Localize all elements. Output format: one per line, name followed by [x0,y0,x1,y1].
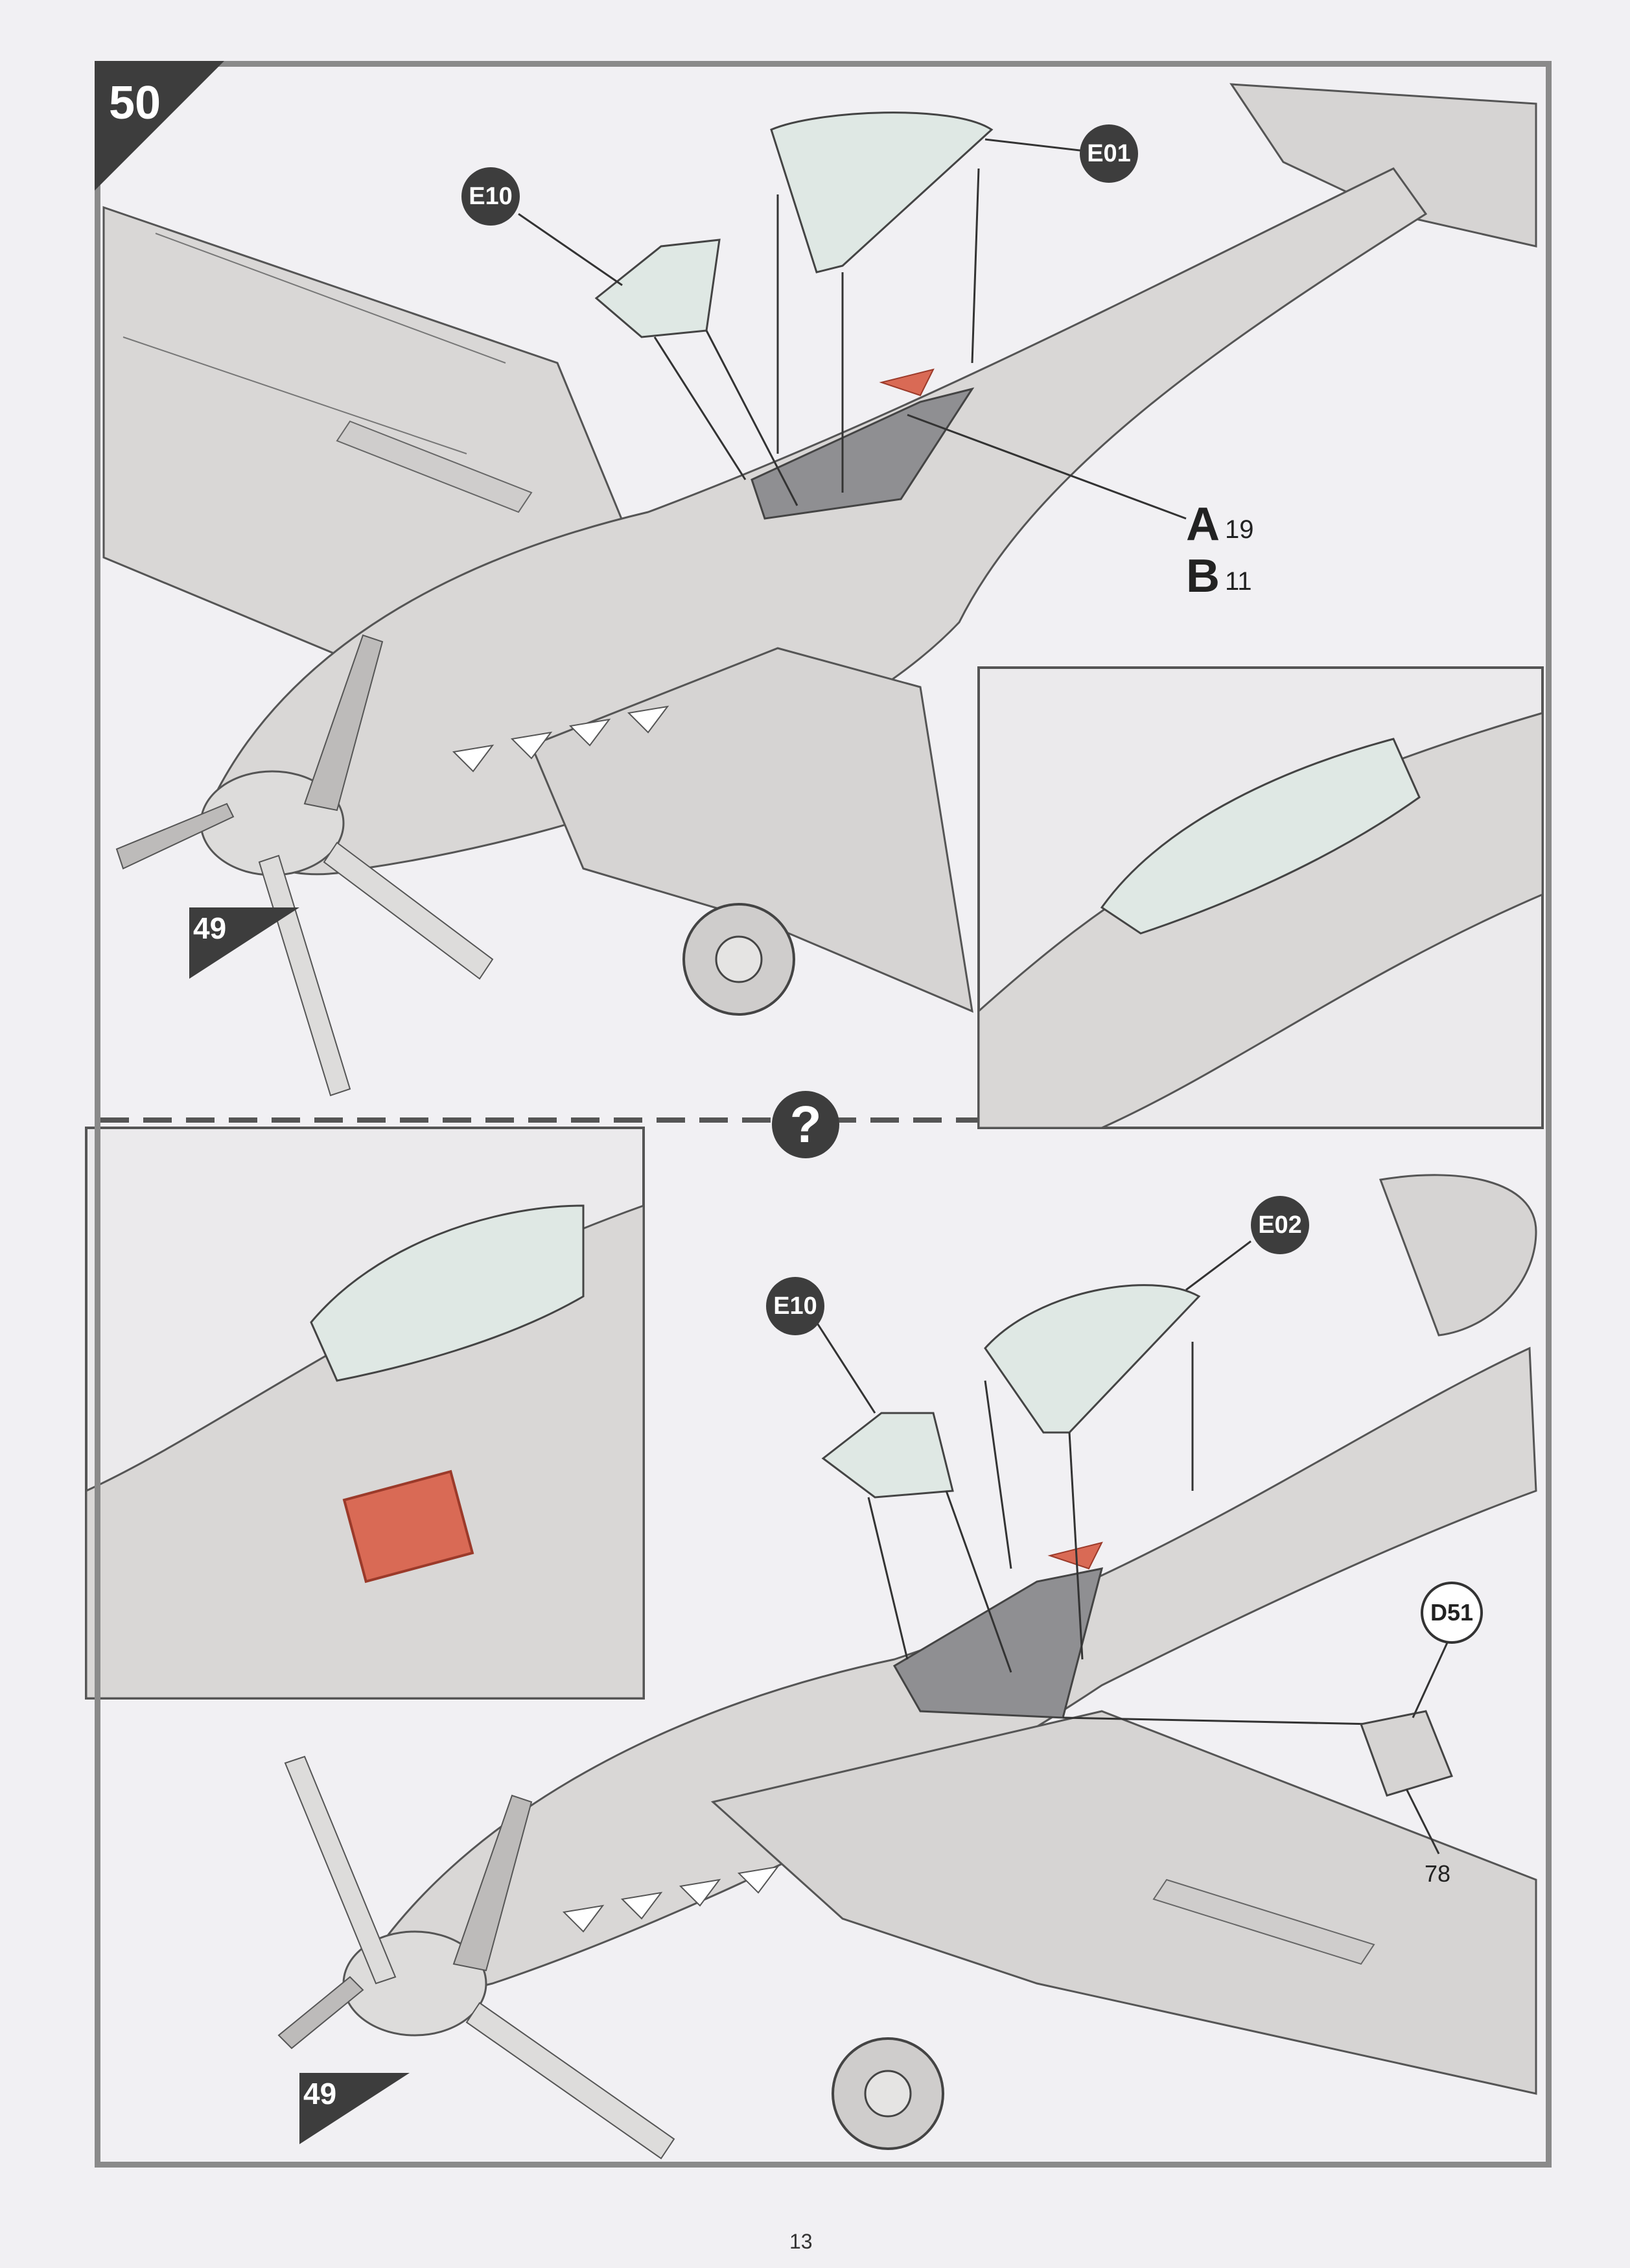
paint-letter-a: A [1186,498,1220,550]
svg-text:?: ? [790,1095,822,1153]
callout-e10-top: E10 [461,167,520,226]
step-frame [95,61,1552,2168]
reference-step-badge-bottom [299,2073,410,2144]
part-number-78: 78 [1425,1860,1451,1887]
page-number: 13 [789,2230,813,2253]
step-number: 50 [109,77,161,129]
callout-e02: E02 [1251,1196,1309,1254]
paint-code-b: 11 [1225,567,1252,596]
paint-code-a: 19 [1225,515,1254,544]
reference-step-badge-top [189,907,299,979]
callout-e01: E01 [1080,124,1138,183]
reference-step-bottom: 49 [303,2077,337,2110]
paint-letter-b: B [1186,550,1220,602]
callout-d51: D51 [1421,1582,1483,1644]
step-badge [95,61,224,191]
callout-e10-bottom: E10 [766,1277,824,1335]
question-mark-icon: ? [770,1089,841,1160]
reference-step-top: 49 [193,911,227,945]
